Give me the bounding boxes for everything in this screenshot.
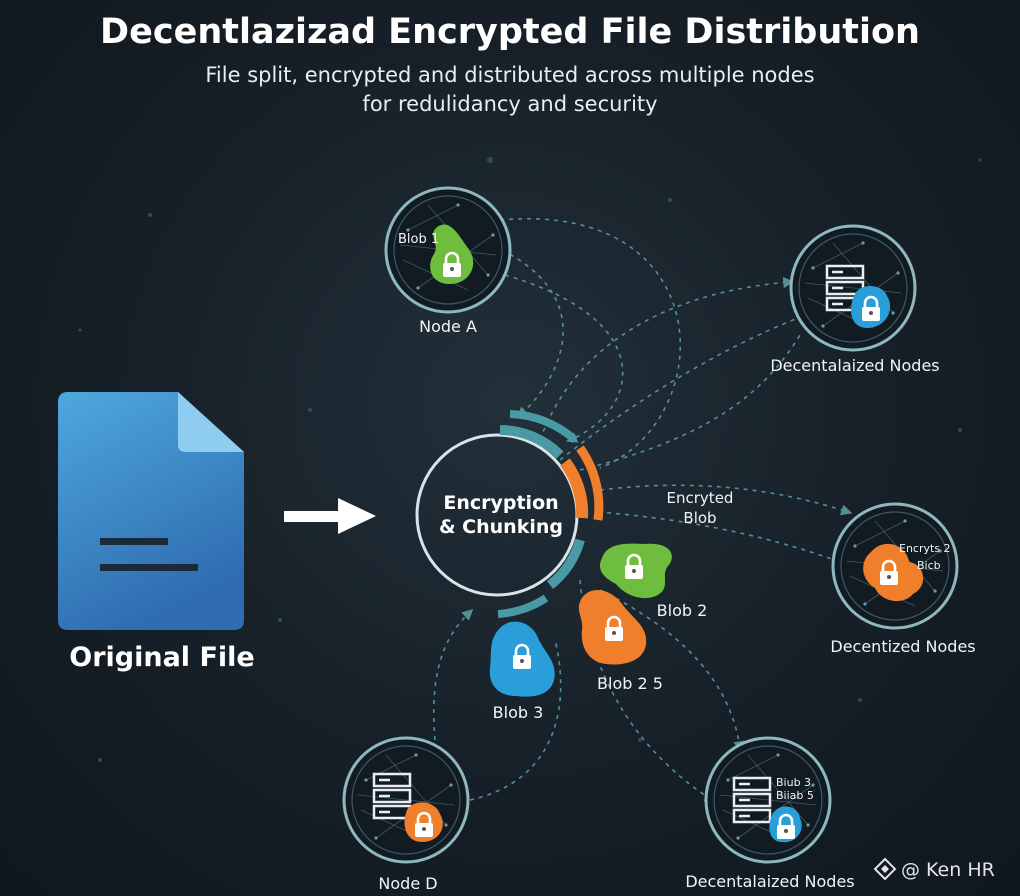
diamond-logo-icon [873, 857, 897, 881]
flow-node-a-to-hub-3 [499, 217, 682, 469]
node-d[interactable] [342, 736, 470, 864]
flow-hub-to-mid-right-2 [597, 511, 845, 565]
page-title: Decentlazizad Encrypted File Distributio… [100, 12, 920, 52]
flow-hub-to-mid-right [599, 484, 853, 516]
flow-node-a-to-hub [501, 249, 564, 418]
flow-hub-to-top-right-3 [579, 334, 801, 471]
top-right-node-label: Decentalaized Nodes [770, 356, 939, 375]
floating-blob-2-5[interactable] [578, 590, 647, 665]
hub-segment-teal-1 [499, 425, 564, 459]
encrypted-blob-label-line-2: Blob [683, 509, 716, 527]
file-text-line-1 [100, 538, 168, 545]
mid-right-blob-line-2: Bicb [917, 559, 941, 572]
mid-right-node-label: Decentized Nodes [830, 637, 975, 656]
page-subtitle-line-1: File split, encrypted and distributed ac… [205, 63, 814, 87]
hub-segment-teal-4 [497, 594, 549, 618]
flow-hub-to-top-right-2 [559, 309, 821, 461]
hub-label-line-2: & Chunking [439, 516, 563, 538]
hub-label-line-1: Encryption [443, 492, 558, 514]
flow-node-d-to-hub [432, 608, 474, 741]
node-d-label: Node D [378, 874, 437, 893]
flow-node-d-to-hub-2 [469, 639, 562, 801]
mid-right-blob-line-1: Encryts 2 [899, 542, 951, 555]
floating-blob-2[interactable] [599, 543, 672, 599]
page-subtitle-line-2: for redulidancy and security [362, 92, 657, 116]
file-fold-corner [178, 392, 244, 452]
blob-3-label: Blob 3 [493, 703, 544, 722]
watermark: @ Ken HR [873, 857, 995, 881]
background-particles [78, 157, 982, 822]
watermark-text: @ Ken HR [901, 859, 995, 881]
bottom-right-blob-line-1: Biub 3 [776, 776, 811, 789]
arrow-right-icon [284, 498, 376, 534]
hub-segment-teal-3 [546, 538, 585, 589]
flow-node-a-to-hub-2 [504, 274, 624, 443]
node-a[interactable]: Blob 1 [384, 186, 512, 314]
encrypted-blob-label-line-1: Encryted [667, 489, 734, 507]
bottom-right-node-label: Decentalaized Nodes [685, 872, 854, 891]
bottom-right-blob-line-2: Biiab 5 [776, 789, 814, 802]
floating-blob-3[interactable] [489, 621, 555, 697]
original-file[interactable] [58, 392, 244, 630]
blob-2-5-label: Blob 2 5 [597, 674, 663, 693]
node-mid-right[interactable]: Encryts 2 Bicb [831, 502, 959, 630]
flow-hub-to-bottom-right-2 [579, 579, 716, 803]
hub-segment-orange-2 [576, 445, 604, 521]
node-top-right[interactable] [789, 224, 917, 352]
node-blob-shape [404, 802, 443, 842]
node-a-label: Node A [419, 317, 477, 336]
hub-segment-orange-1 [560, 458, 589, 519]
blob-2-label: Blob 2 [657, 601, 708, 620]
encryption-hub[interactable]: Encryption & Chunking [415, 410, 604, 618]
flow-connections [432, 217, 853, 803]
node-a-blob-label: Blob 1 [398, 232, 439, 247]
file-text-line-2 [100, 564, 198, 571]
flow-hub-to-bottom-right [599, 589, 745, 753]
node-blob-shape [851, 285, 891, 328]
original-file-label: Original File [69, 642, 254, 673]
flow-hub-to-top-right [539, 276, 795, 441]
hub-ring [415, 433, 579, 597]
hub-segment-teal-2 [509, 410, 578, 444]
node-bottom-right[interactable]: Biub 3 Biiab 5 [704, 736, 832, 864]
